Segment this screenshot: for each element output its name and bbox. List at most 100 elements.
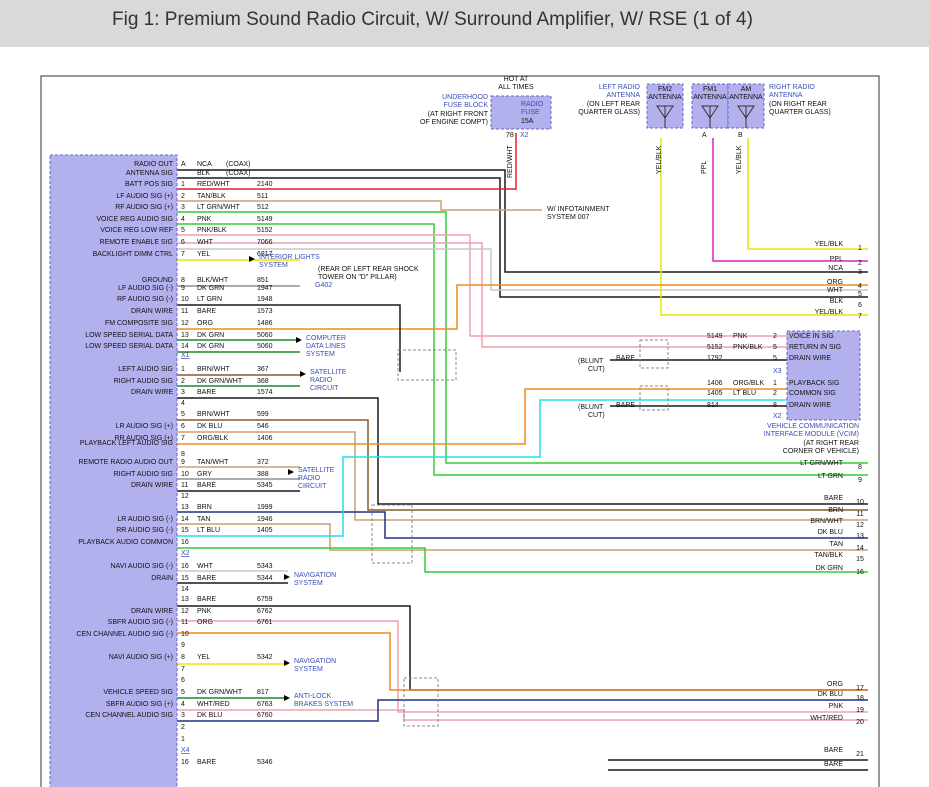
radio-pin-number: 12 <box>181 320 189 327</box>
wire-color-code: YEL <box>197 654 210 661</box>
title-bar: Fig 1: Premium Sound Radio Circuit, W/ S… <box>0 0 929 47</box>
radio-pin-label: DRAIN <box>151 575 173 582</box>
radio-pin-number: 16 <box>181 539 189 546</box>
wire-layer <box>177 133 868 771</box>
radio-pin-number: 9 <box>181 642 185 649</box>
fuse-rating: 15A <box>521 118 534 125</box>
wire <box>177 242 787 348</box>
wire-color-code: GRY <box>197 471 212 478</box>
vcim-connector-id: X3 <box>773 368 782 375</box>
right-antenna-name-2: ANTENNA <box>769 92 803 99</box>
wire <box>177 620 868 713</box>
vcim-circuit: 1405 <box>707 390 723 397</box>
vcim-circuit: 5149 <box>707 333 723 340</box>
radio-pin-number: 13 <box>181 504 189 511</box>
wire <box>712 138 868 262</box>
antenna-wire-color: YEL/BLK <box>656 145 663 174</box>
radio-pin-number: 1 <box>181 181 185 188</box>
wire-circuit-number: 5342 <box>257 654 273 661</box>
wire-circuit-number: 1406 <box>257 435 273 442</box>
diagram-frame <box>40 75 880 787</box>
system-reference-label: ANTI-LOCK <box>294 693 332 700</box>
radio-pin-number: 15 <box>181 575 189 582</box>
wire-color-code: RED/WHT <box>197 181 230 188</box>
radio-pin-number: 3 <box>181 204 185 211</box>
blunt-cut-2b: CUT) <box>588 412 605 419</box>
radio-connector-id: X1 <box>181 352 190 359</box>
radio-pin-number: 16 <box>181 759 189 766</box>
wire-color-code: ORG <box>197 619 213 626</box>
system-reference-label: BRAKES SYSTEM <box>294 701 353 708</box>
inline-connector <box>639 385 669 411</box>
vcim-circuit: 5152 <box>707 344 723 351</box>
vcim-pin-label: VOICE IN SIG <box>789 333 834 340</box>
wire-color-code: PNK <box>197 216 212 223</box>
radio-pin-label: RADIO OUT <box>134 161 174 168</box>
radio-pin-label: RF AUDIO SIG (-) <box>117 296 173 303</box>
wire-color-code: BLK/WHT <box>197 277 229 284</box>
wire <box>747 138 868 250</box>
fuse-block-loc-1: (AT RIGHT FRONT <box>428 111 489 118</box>
radio-pin-label: BATT POS SIG <box>125 181 173 188</box>
radio-pin-number: 6 <box>181 239 185 246</box>
radio-pin-number: 11 <box>181 482 188 489</box>
harness-wire-number: 7 <box>858 313 862 320</box>
infotainment-note-1: W/ INFOTAINMENT <box>547 206 610 213</box>
wire-circuit-number: 5344 <box>257 575 273 582</box>
wire <box>177 397 868 505</box>
wire-color-code: BRN <box>197 504 212 511</box>
radio-pin-number: 10 <box>181 631 189 638</box>
radio-pin-label: NAVI AUDIO SIG (-) <box>111 563 174 570</box>
radio-pin-label: SBFR AUDIO SIG (+) <box>106 701 173 708</box>
wire-circuit-number: 7066 <box>257 239 273 246</box>
fuse-label-2: FUSE <box>521 109 540 116</box>
radio-pin-label: SBFR AUDIO SIG (-) <box>108 619 173 626</box>
fuse-label-1: RADIO <box>521 101 544 108</box>
harness-wire-color: TAN/BLK <box>814 552 843 559</box>
vcim-wire-color: PNK <box>733 333 748 340</box>
radio-pin-number: 8 <box>181 654 185 661</box>
system-reference-label: SATELLITE <box>298 467 335 474</box>
wire-circuit-number: 546 <box>257 423 269 430</box>
radio-pin-label: PLAYBACK LEFT AUDIO SIG <box>80 440 173 447</box>
radio-pin-number: 15 <box>181 527 189 534</box>
vcim-pin-label: COMMON SIG <box>789 390 836 397</box>
wire-color-code: YEL <box>197 251 210 258</box>
harness-wire-color: ORG <box>827 279 843 286</box>
radio-pin-number: 16 <box>181 563 189 570</box>
harness-wire-color: BARE <box>824 747 843 754</box>
radio-pin-number: 13 <box>181 332 189 339</box>
harness-wire-color: DK GRN <box>816 565 843 572</box>
hot-label-2: ALL TIMES <box>498 84 534 91</box>
wire <box>177 605 868 691</box>
vcim-name-2: INTERFACE MODULE (VCIM) <box>764 431 859 438</box>
radio-pin-label: BACKLIGHT DIMM CTRL <box>93 251 173 258</box>
arrow-icon <box>284 695 290 701</box>
harness-wire-number: 1 <box>858 245 862 252</box>
wire-color-code: BARE <box>197 596 216 603</box>
wire-circuit-number: 5060 <box>257 343 273 350</box>
system-reference-label: NAVIGATION <box>294 572 336 579</box>
antenna-name: FM2 <box>658 86 672 93</box>
radio-pin-number: 6 <box>181 423 185 430</box>
harness-wire-number: 16 <box>856 569 864 576</box>
vcim-wire-color: PNK/BLK <box>733 344 763 351</box>
wire-circuit-number: 1486 <box>257 320 273 327</box>
blunt-cut-2a: (BLUNT <box>578 404 604 411</box>
system-reference-label: SYSTEM <box>294 580 323 587</box>
vcim-pin-label: RETURN IN SIG <box>789 344 841 351</box>
wire <box>177 177 868 298</box>
vcim-wire-color: LT BLU <box>733 390 756 397</box>
harness-wire-color: PNK <box>829 703 844 710</box>
harness-wire-color: WHT/RED <box>810 715 843 722</box>
radio-pin-label: VOICE REG LOW REF <box>100 227 173 234</box>
wire-color-code: DK BLU <box>197 423 222 430</box>
wire-color-code: DK GRN <box>197 285 224 292</box>
radio-pin-number: 7 <box>181 435 185 442</box>
radio-pin-number: 7 <box>181 666 185 673</box>
harness-wire-color: BARE <box>824 495 843 502</box>
radio-pin-label: NAVI AUDIO SIG (+) <box>109 654 173 661</box>
radio-pin-label: LF AUDIO SIG (-) <box>118 285 173 292</box>
fuse-block-name-2: FUSE BLOCK <box>444 102 489 109</box>
